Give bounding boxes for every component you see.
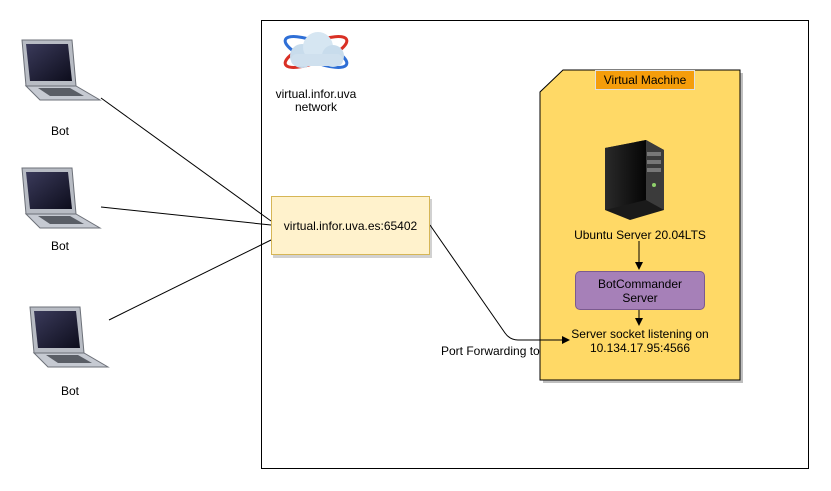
network-label-line1: virtual.infor.uva (275, 87, 357, 101)
botcommander-label-line2: Server (622, 290, 658, 305)
network-cloud-icon (283, 32, 349, 69)
bot-1-connector (100, 97, 272, 222)
server-socket-label: Server socket listening on 10.134.17.95:… (560, 327, 720, 355)
botcommander-server-node: BotCommander Server (575, 271, 705, 310)
botcommander-label-line1: BotCommander (597, 276, 683, 291)
port-forwarding-address: virtual.infor.uva.es:65402 (283, 218, 418, 233)
port-forwarding-edge (429, 224, 570, 344)
server-label: Ubuntu Server 20.04LTS (574, 228, 706, 242)
bot-2-connector (100, 206, 272, 226)
laptop-icon (29, 306, 110, 368)
bot-label: Bot (50, 124, 69, 138)
socket-label-line1: Server socket listening on (571, 327, 709, 341)
bot-label: Bot (50, 239, 69, 253)
socket-label-line2: 10.134.17.95:4566 (589, 341, 691, 355)
network-label: virtual.infor.uva network (271, 88, 361, 114)
network-label-line2: network (294, 100, 338, 114)
server-tower-icon (605, 140, 664, 220)
port-forwarding-edge-label: Port Forwarding to (441, 344, 540, 358)
port-forwarding-node: virtual.infor.uva.es:65402 (271, 196, 430, 255)
laptop-icon (21, 39, 102, 101)
laptop-icon (21, 167, 102, 229)
bot-3-connector (108, 239, 272, 321)
virtual-machine-title: Virtual Machine (595, 70, 695, 90)
bot-label: Bot (60, 384, 79, 398)
